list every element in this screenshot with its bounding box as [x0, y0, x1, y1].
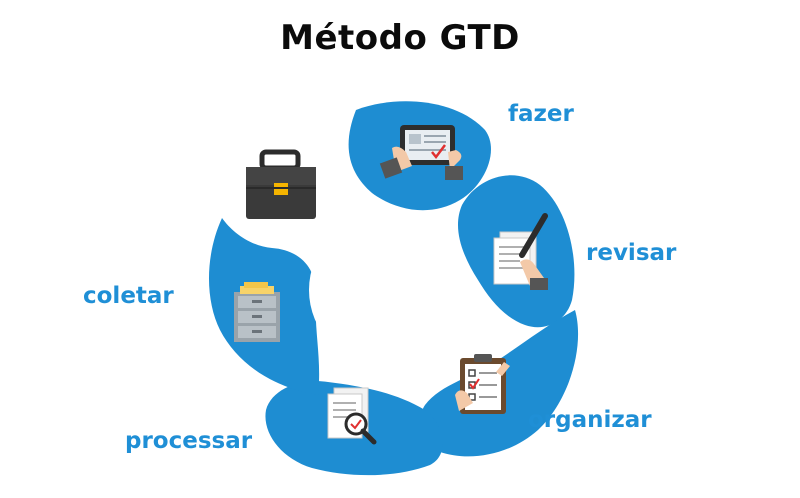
checklist-icon: [455, 354, 510, 414]
label-fazer: fazer: [508, 101, 574, 127]
page-title: Método GTD: [280, 18, 520, 58]
label-coletar: coletar: [83, 283, 174, 309]
label-processar: processar: [125, 428, 253, 454]
tablet-icon: [379, 125, 463, 180]
label-revisar: revisar: [586, 240, 677, 266]
center-hole: [309, 214, 461, 366]
pen-document-icon: [493, 213, 548, 290]
label-organizar: organizar: [528, 407, 652, 433]
filing-cabinet-icon: [234, 282, 280, 342]
magnifier-document-icon: [327, 387, 377, 445]
briefcase-icon: [246, 149, 316, 219]
